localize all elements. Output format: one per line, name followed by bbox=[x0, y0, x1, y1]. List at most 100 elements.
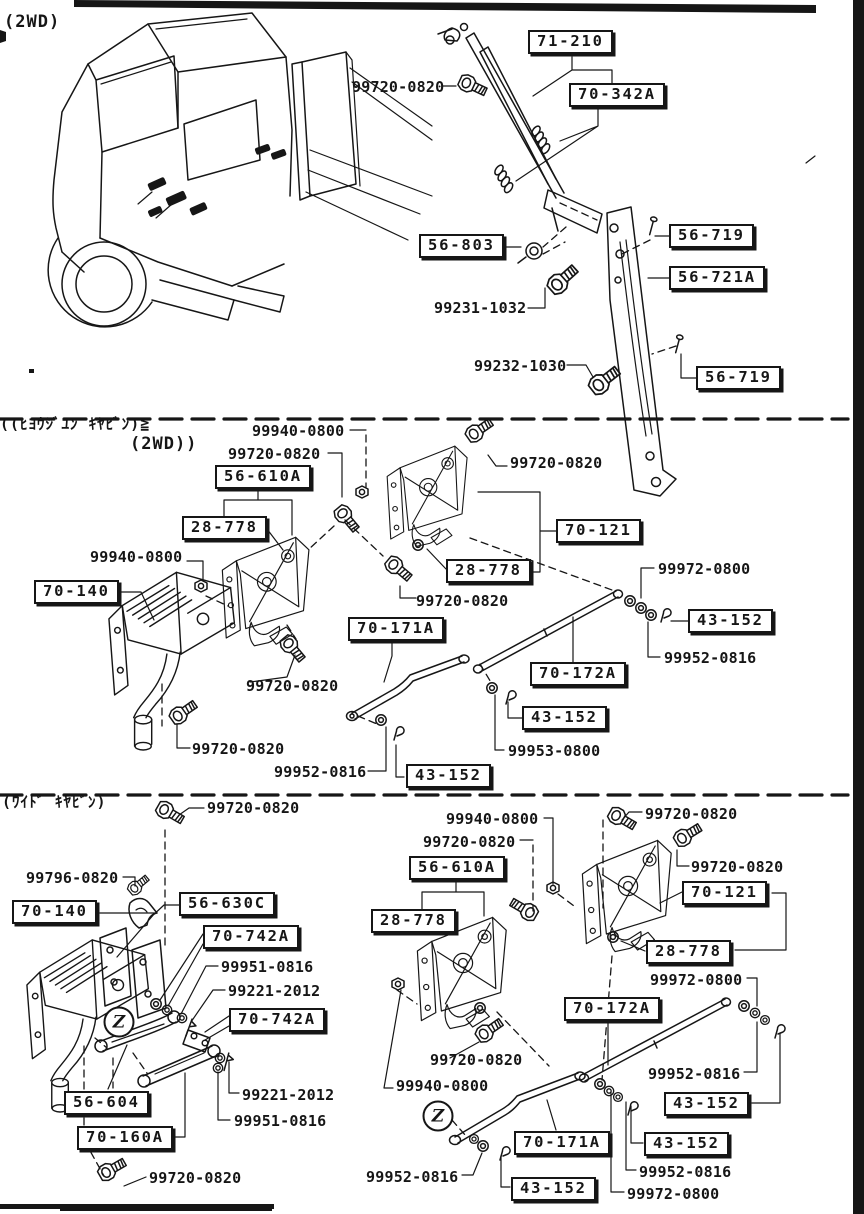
pillar-channel-assembly bbox=[437, 22, 697, 497]
part-number: 99952-0816 bbox=[366, 1168, 459, 1186]
part-number-box: 70-342A bbox=[569, 83, 665, 108]
part-number: 99951-0816 bbox=[234, 1112, 327, 1130]
part-number-box: 28-778 bbox=[646, 940, 731, 965]
part-number-box: 56-803 bbox=[419, 234, 504, 259]
washer-icon bbox=[486, 682, 498, 694]
wide-cabin-assembly bbox=[26, 798, 787, 1193]
bolt-icon bbox=[472, 1014, 507, 1046]
part-number-box: 56-610A bbox=[215, 465, 311, 490]
part-number: 99972-0800 bbox=[650, 971, 743, 989]
part-number-box: 56-610A bbox=[409, 856, 505, 881]
bolt-icon bbox=[671, 819, 705, 850]
zone-callout-z: Z bbox=[422, 1100, 454, 1132]
part-number-box: 70-171A bbox=[514, 1131, 610, 1156]
part-number-box: 70-742A bbox=[203, 925, 299, 950]
part-number: 99972-0800 bbox=[658, 560, 751, 578]
nut-icon bbox=[391, 977, 405, 991]
washer-icon bbox=[624, 595, 636, 607]
washer-icon bbox=[645, 609, 657, 621]
part-number-box: 28-778 bbox=[182, 516, 267, 541]
door-latch-assembly bbox=[221, 536, 310, 647]
washer-icon bbox=[759, 1014, 771, 1026]
part-number-box: 43-152 bbox=[511, 1177, 596, 1202]
part-number: 99940-0800 bbox=[396, 1077, 489, 1095]
part-number: 99720-0820 bbox=[207, 799, 300, 817]
part-number: 99720-0820 bbox=[691, 858, 784, 876]
washer-icon bbox=[749, 1007, 761, 1019]
section-header-standard-cabin-line1: ((ﾋﾖｳｼﾞﾕﾝ ｷﾔﾋﾞﾝ)≧ bbox=[0, 415, 151, 433]
latch-plate-56-721A bbox=[606, 206, 677, 497]
part-number-box: 43-152 bbox=[688, 609, 773, 634]
washer-icon bbox=[738, 1000, 750, 1012]
key-cylinder-56-803 bbox=[517, 242, 543, 264]
highlighted-lock-hardware bbox=[137, 144, 287, 219]
part-number-box: 56-719 bbox=[696, 366, 781, 391]
part-number: 99972-0800 bbox=[627, 1185, 720, 1203]
bent-rod-70-171A bbox=[345, 654, 470, 722]
zone-callout-z: Z bbox=[103, 1006, 135, 1038]
bolt-icon bbox=[543, 260, 582, 298]
part-number-box: 70-140 bbox=[12, 900, 97, 925]
pin-icon bbox=[671, 333, 685, 355]
pin-icon bbox=[645, 215, 659, 237]
washer-icon bbox=[214, 1052, 226, 1064]
part-number: 99952-0816 bbox=[648, 1065, 741, 1083]
door-latch-assembly bbox=[386, 445, 468, 547]
part-number-box: 70-172A bbox=[564, 997, 660, 1022]
part-number: 99720-0820 bbox=[645, 805, 738, 823]
washer-icon bbox=[212, 1062, 224, 1074]
part-number: 99940-0800 bbox=[90, 548, 183, 566]
washer-icon bbox=[477, 1140, 489, 1152]
part-number-box: 70-171A bbox=[348, 617, 444, 642]
straight-rod-70-172A bbox=[472, 589, 624, 674]
clip-icon bbox=[393, 726, 405, 741]
part-number-box: 56-604 bbox=[64, 1091, 149, 1116]
door-latch-assembly bbox=[581, 839, 672, 953]
bolt-icon bbox=[382, 553, 416, 585]
part-number: 99720-0820 bbox=[416, 592, 509, 610]
part-number: 99720-0820 bbox=[228, 445, 321, 463]
part-number: 99232-1030 bbox=[474, 357, 567, 375]
bolt-icon bbox=[125, 872, 152, 898]
part-number: 99952-0816 bbox=[664, 649, 757, 667]
part-number-box: 70-140 bbox=[34, 580, 119, 605]
section-header-2wd: (2WD) bbox=[4, 12, 61, 32]
part-number: 99221-2012 bbox=[228, 982, 321, 1000]
clip-icon bbox=[627, 1101, 639, 1116]
part-number-box: 70-742A bbox=[229, 1008, 325, 1033]
washer-icon bbox=[594, 1078, 606, 1090]
door-latch-assembly bbox=[416, 916, 507, 1030]
part-number-box: 43-152 bbox=[406, 764, 491, 789]
part-number-box: 43-152 bbox=[644, 1132, 729, 1157]
part-number-box: 43-152 bbox=[522, 706, 607, 731]
bolt-icon bbox=[166, 696, 201, 728]
part-number: 99952-0816 bbox=[274, 763, 367, 781]
mounting-plates bbox=[99, 927, 167, 1019]
striker-assembly-70-140 bbox=[108, 571, 236, 751]
washer-icon bbox=[161, 1004, 173, 1016]
washer-icon bbox=[176, 1012, 188, 1024]
washer-icon bbox=[375, 714, 387, 726]
leader-lines-top bbox=[442, 56, 697, 379]
part-number: 99221-2012 bbox=[242, 1086, 335, 1104]
part-number-box: 70-160A bbox=[77, 1126, 173, 1151]
part-number-box: 71-210 bbox=[528, 30, 613, 55]
part-number: 99953-0800 bbox=[508, 742, 601, 760]
part-number-box: 56-719 bbox=[669, 224, 754, 249]
clip-icon bbox=[660, 608, 672, 623]
part-number: 99720-0820 bbox=[352, 78, 445, 96]
leader-lines-middle bbox=[120, 429, 689, 778]
part-number: 99720-0820 bbox=[430, 1051, 523, 1069]
part-number-box: 28-778 bbox=[446, 559, 531, 584]
part-number-box: 43-152 bbox=[664, 1092, 749, 1117]
part-number-box: 70-121 bbox=[682, 881, 767, 906]
part-number: 99720-0820 bbox=[510, 454, 603, 472]
bolt-icon bbox=[331, 502, 363, 536]
part-number: 99796-0820 bbox=[26, 869, 119, 887]
bolt-icon bbox=[585, 362, 624, 399]
washer-icon bbox=[468, 1133, 480, 1145]
section-header-standard-cabin-line2: (2WD)) bbox=[130, 434, 198, 454]
part-number: 99720-0820 bbox=[149, 1169, 242, 1187]
